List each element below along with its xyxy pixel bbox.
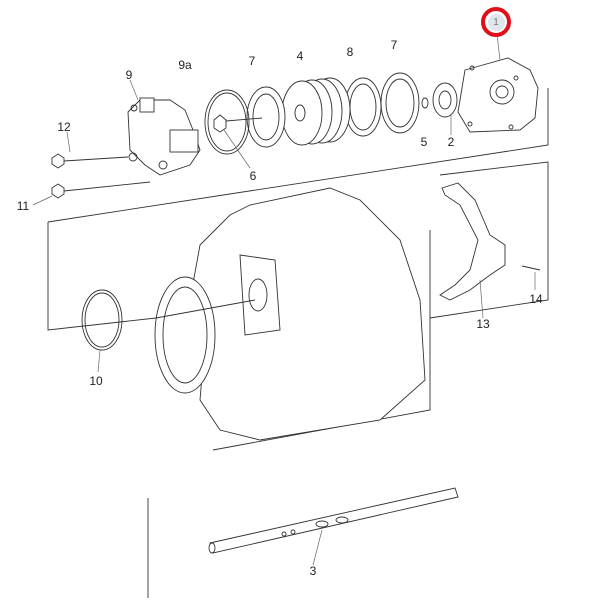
part-2-label[interactable]: 2	[447, 135, 455, 149]
part-5-washer	[421, 97, 429, 109]
part-3-shift-rod	[208, 487, 459, 566]
part-4-label[interactable]: 4	[296, 49, 304, 63]
part-5-label[interactable]: 5	[420, 135, 428, 149]
part-9-valve-body	[127, 79, 201, 176]
frame-housing	[212, 230, 431, 451]
part-6-bolt	[213, 114, 263, 169]
part-12-bolt	[51, 131, 129, 169]
part-4-piston	[281, 77, 351, 146]
part-14-screw	[521, 265, 541, 290]
part-7-left-label[interactable]: 7	[248, 54, 256, 68]
part-14-label[interactable]: 14	[529, 292, 543, 306]
part-6-label[interactable]: 6	[249, 169, 257, 183]
part-7-seal-right	[380, 72, 420, 134]
part-9a-label[interactable]: 9a	[178, 58, 192, 72]
part-13-shift-fork	[439, 182, 506, 319]
part-9a-gasket	[204, 89, 250, 155]
part-7-right-label[interactable]: 7	[390, 38, 398, 52]
frame-top-group	[47, 88, 549, 223]
part-7-seal-left	[246, 86, 286, 148]
part-2-bearing	[432, 82, 458, 135]
part-11-bolt	[32, 181, 151, 206]
part-10-o-ring	[81, 289, 123, 373]
part-3-label[interactable]: 3	[309, 564, 317, 578]
part-1-callout-highlighted[interactable]: 1	[481, 7, 511, 37]
frame-fork-group	[429, 161, 549, 319]
part-11-label[interactable]: 11	[16, 199, 30, 213]
part-9-label[interactable]: 9	[125, 68, 133, 82]
part-10-label[interactable]: 10	[89, 374, 103, 388]
part-1-cover	[457, 33, 539, 133]
frame-middle-group	[47, 222, 157, 331]
part-12-label[interactable]: 12	[57, 120, 71, 134]
part-8-ring	[344, 77, 382, 137]
part-8-label[interactable]: 8	[346, 45, 354, 59]
part-13-label[interactable]: 13	[476, 317, 490, 331]
part-1-label: 1	[487, 13, 505, 31]
transmission-housing	[154, 187, 426, 441]
